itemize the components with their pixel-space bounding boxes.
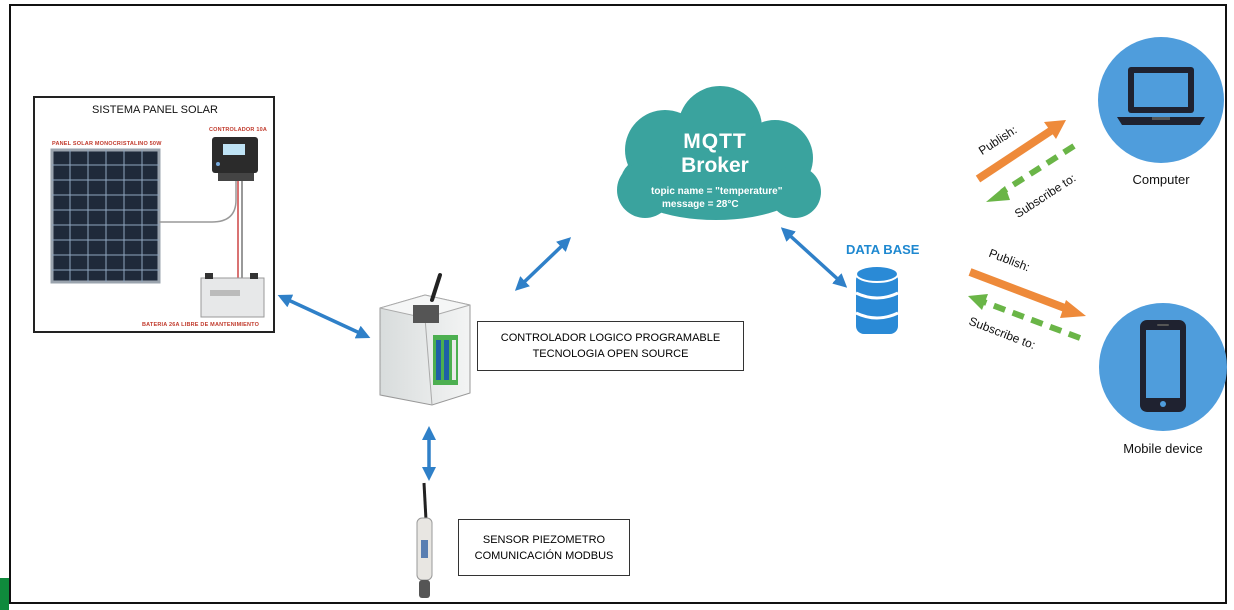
database-label: DATA BASE [846, 242, 920, 257]
computer-subscribe-arrow [1000, 143, 1076, 195]
solar-plc-link-arrow [277, 294, 371, 339]
computer-pubsub-arrows [975, 120, 1076, 202]
mobile-pubsub-arrows [968, 268, 1086, 341]
computer-circle [1098, 37, 1224, 163]
mqtt-message: message = 28°C [662, 199, 739, 210]
sensor-probe-graphic [416, 482, 433, 598]
computer-publish-arrow [975, 126, 1055, 183]
computer-label: Computer [1132, 172, 1190, 187]
mobile-publish-arrow [968, 268, 1072, 314]
plc-line1: CONTROLADOR LOGICO PROGRAMABLE [500, 332, 721, 344]
link-arrows [277, 227, 848, 481]
charge-controller-graphic [212, 137, 258, 181]
mobile-subscribe-arrow [982, 299, 1082, 341]
plc-line2: TECNOLOGIA OPEN SOURCE [532, 348, 689, 360]
panel-label: PANEL SOLAR MONOCRISTALINO 50W [52, 141, 162, 147]
solar-system-image [33, 96, 275, 333]
battery-graphic [200, 273, 265, 318]
sensor-line2: COMUNICACIÓN MODBUS [474, 549, 614, 562]
solar-panel-graphic [50, 148, 161, 284]
solar-system-title: SISTEMA PANEL SOLAR [92, 104, 218, 116]
mqtt-title: MQTT [683, 130, 747, 153]
plc-label-box: CONTROLADOR LOGICO PROGRAMABLE TECNOLOGI… [477, 321, 744, 371]
mqtt-cloud [617, 86, 821, 220]
plc-mqtt-link-arrow [514, 237, 572, 291]
mqtt-broker-label: Broker [681, 154, 749, 177]
mobile-label: Mobile device [1123, 441, 1203, 456]
mqtt-database-link-arrow [780, 227, 848, 288]
smartphone-icon [1140, 320, 1186, 412]
sensor-label-box: SENSOR PIEZOMETRO COMUNICACIÓN MODBUS [458, 519, 630, 576]
database-icon [855, 265, 899, 334]
laptop-icon [1117, 67, 1205, 125]
wires [159, 181, 243, 278]
mobile-circle [1099, 303, 1227, 431]
sensor-line1: SENSOR PIEZOMETRO [482, 533, 606, 546]
diagram-frame [9, 4, 1227, 604]
battery-label: BATERIA 26A LIBRE DE MANTENIMIENTO [142, 322, 260, 328]
corner-strip [0, 578, 9, 610]
plc-device-graphic [379, 273, 471, 406]
controller-label: CONTROLADOR 10A [209, 127, 268, 133]
mqtt-topic: topic name = "temperature" [651, 186, 783, 197]
